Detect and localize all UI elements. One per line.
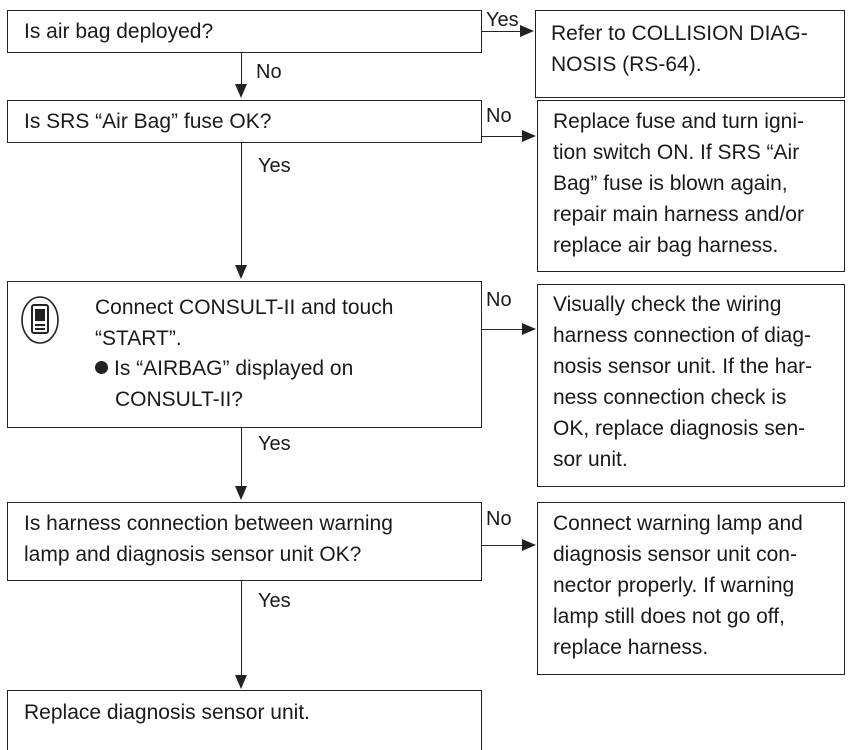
a2-line-1: Replace fuse and turn igni- [553,110,804,133]
a1-box [535,10,845,98]
q2-no-label: No [486,105,512,127]
a2-line-4: repair main harness and/or [553,203,804,226]
a2-line-2: tion switch ON. If SRS “Air [553,141,800,164]
q2-box [7,100,482,143]
a3-line-2: harness connection of diag- [553,324,811,347]
q2-no-connector [482,136,522,137]
a3-line-6: sor unit. [553,448,628,471]
q4-yes-label: Yes [258,590,291,612]
a1-line-2: NOSIS (RS-64). [551,53,702,76]
a4-line-5: replace harness. [553,636,709,659]
a1-line-1: Refer to COLLISION DIAG- [551,22,808,45]
q1-box [7,10,482,53]
q1-no-arrowhead [235,84,247,98]
q3-yes-label: Yes [258,433,291,455]
q1-yes-label: Yes [486,9,519,31]
a3-line-5: OK, replace diagnosis sen- [553,417,806,440]
q4-yes-connector [241,581,242,677]
bullet-icon [95,361,108,374]
a4-line-3: nector properly. If warning [553,574,795,597]
q3-bullet-text: Is “AIRBAG” displayed on [114,357,354,380]
final-text: Replace diagnosis sensor unit. [24,701,311,724]
q3-bullet-line-2: CONSULT-II? [115,388,243,411]
a4-line-4: lamp still does not go off, [553,605,785,628]
q1-no-connector [241,53,242,86]
q1-text: Is air bag deployed? [24,20,214,43]
q4-line-1: Is harness connection between warning [24,512,393,535]
q2-yes-label: Yes [258,155,291,177]
q3-no-label: No [486,289,512,311]
q1-no-label: No [256,61,282,83]
a2-line-3: Bag” fuse is blown again, [553,172,788,195]
q3-bullet-line-1: Is “AIRBAG” displayed on [95,353,353,384]
a3-line-4: ness connection check is [553,386,787,409]
q2-yes-connector [241,143,242,267]
q3-yes-arrowhead [235,486,247,500]
q4-box [7,502,482,581]
q4-no-arrowhead [522,539,536,551]
q3-no-connector [482,329,522,330]
a3-line-3: nosis sensor unit. If the har- [553,355,813,378]
q4-line-2: lamp and diagnosis sensor unit OK? [24,543,362,566]
q1-yes-arrowhead [520,25,534,37]
a4-line-1: Connect warning lamp and [553,512,803,535]
a2-line-5: replace air bag harness. [553,234,779,257]
q2-text: Is SRS “Air Bag” fuse OK? [24,110,272,133]
q3-line-2: “START”. [95,327,182,350]
q3-yes-connector [241,428,242,488]
q2-no-arrowhead [522,130,536,142]
q3-box [7,281,482,428]
q3-line-1: Connect CONSULT-II and touch [95,296,394,319]
q3-no-arrowhead [522,323,536,335]
q4-no-label: No [486,508,512,530]
a3-line-1: Visually check the wiring [553,293,782,316]
a2-box [537,100,845,272]
q4-yes-arrowhead [235,675,247,689]
a3-box [537,284,845,487]
q1-yes-connector [482,31,522,32]
q4-no-connector [482,545,522,546]
a4-box [537,502,845,675]
a4-line-2: diagnosis sensor unit con- [553,543,797,566]
consult-ii-device-icon [21,296,59,344]
q2-yes-arrowhead [235,265,247,279]
